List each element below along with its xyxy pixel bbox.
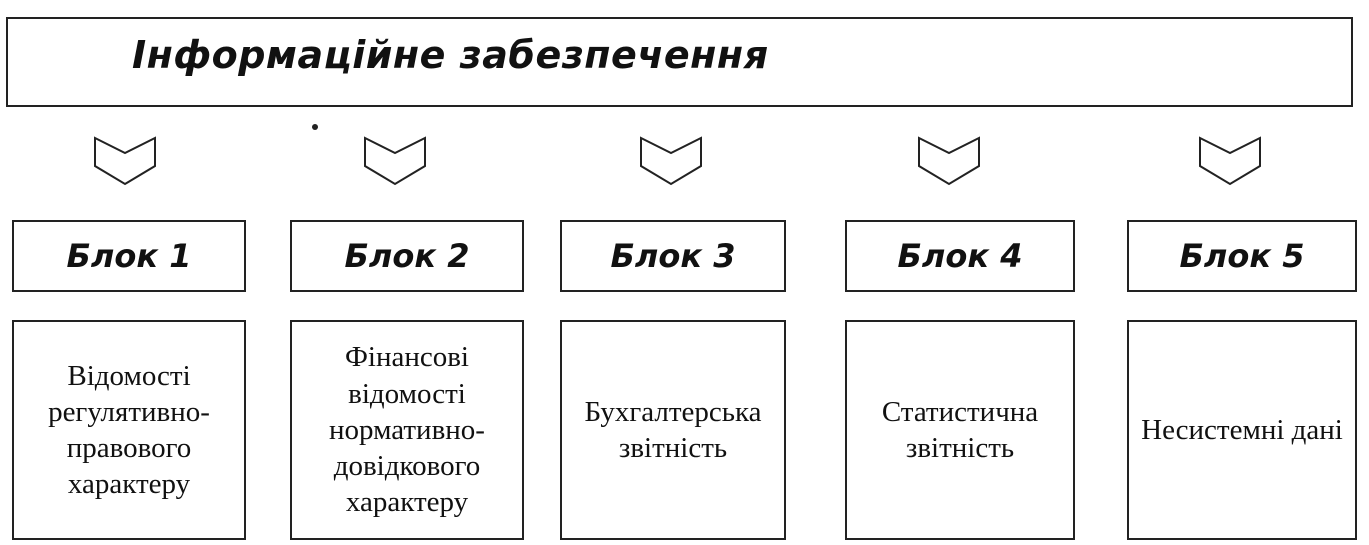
block-1-text: Відомості регулятивно-правового характер…	[48, 359, 210, 501]
block-4-label: Блок 4	[897, 237, 1023, 275]
stray-dot	[312, 124, 318, 130]
block-2-content: Фінансові відомості нормативно-довідково…	[290, 320, 524, 540]
main-title: Інформаційне забезпечення	[132, 33, 769, 77]
block-2-label: Блок 2	[344, 237, 470, 275]
block-1-header: Блок 1	[12, 220, 246, 292]
block-5-text: Несистемні дані	[1141, 413, 1343, 446]
block-1-label: Блок 1	[66, 237, 192, 275]
block-2-text: Фінансові відомості нормативно-довідково…	[329, 341, 485, 519]
block-3-label: Блок 3	[610, 237, 736, 275]
block-5-header: Блок 5	[1127, 220, 1357, 292]
block-5-label: Блок 5	[1179, 237, 1305, 275]
block-2-header: Блок 2	[290, 220, 524, 292]
main-title-box: Інформаційне забезпечення	[6, 17, 1353, 107]
block-1-content: Відомості регулятивно-правового характер…	[12, 320, 246, 540]
block-3-header: Блок 3	[560, 220, 786, 292]
block-3-content: Бухгалтерська звітність	[560, 320, 786, 540]
chevron-down-arrow-icon	[1199, 136, 1261, 186]
chevron-down-arrow-icon	[918, 136, 980, 186]
block-3-text: Бухгалтерська звітність	[584, 395, 762, 464]
block-4-content: Статистична звітність	[845, 320, 1075, 540]
chevron-down-arrow-icon	[364, 136, 426, 186]
chevron-down-arrow-icon	[640, 136, 702, 186]
chevron-down-arrow-icon	[94, 136, 156, 186]
block-4-text: Статистична звітність	[881, 395, 1039, 464]
block-5-content: Несистемні дані	[1127, 320, 1357, 540]
block-4-header: Блок 4	[845, 220, 1075, 292]
